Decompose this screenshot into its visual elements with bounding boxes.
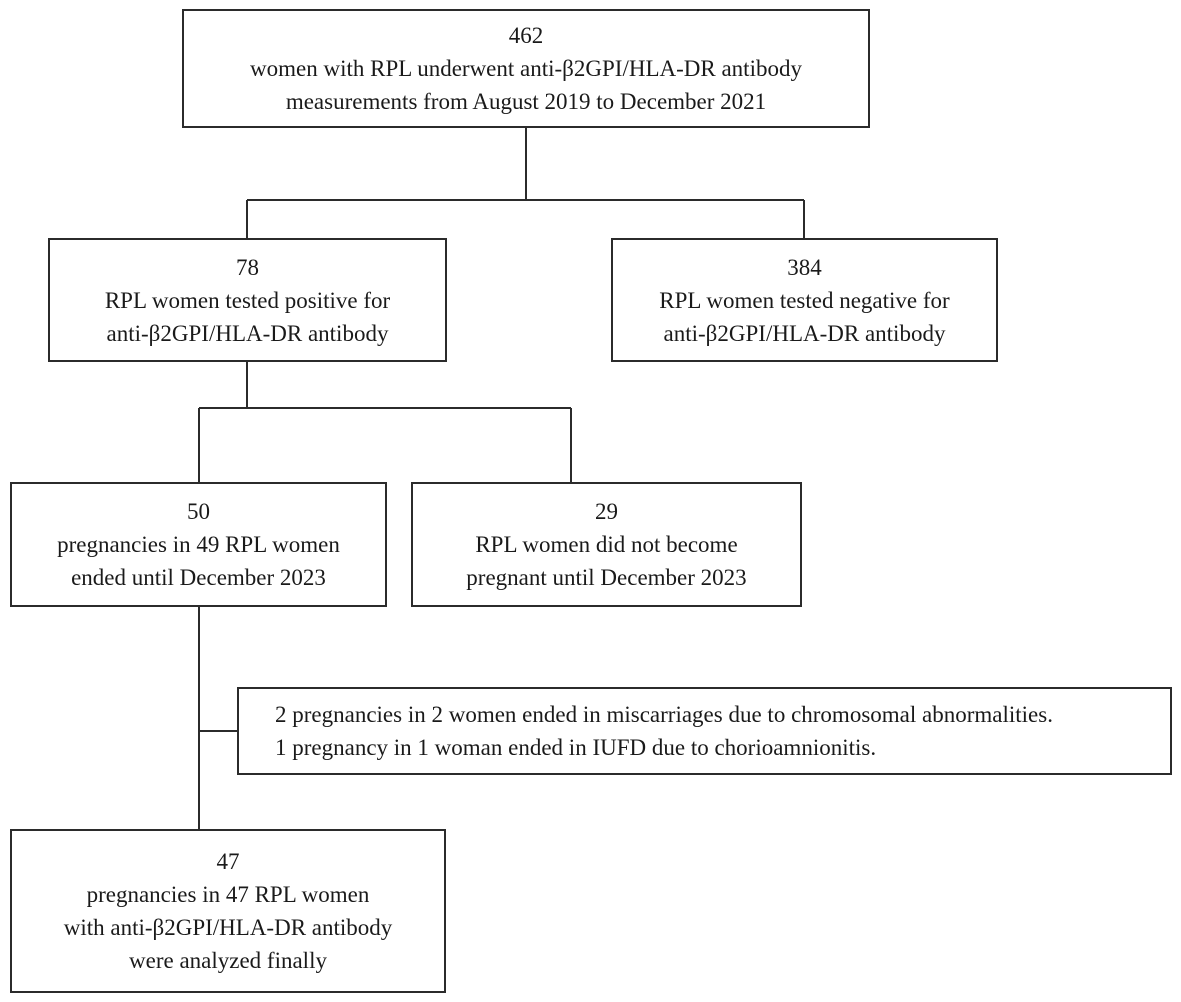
text-pregnancies-ended-line2: ended until December 2023 [71,565,326,590]
count-not-pregnant: 29 [595,499,618,524]
count-all-women: 462 [508,23,544,48]
count-tested-negative: 384 [787,254,822,280]
text-all-women-line1: women with RPL underwent anti-β2GPI/HLA-… [250,56,802,81]
count-analyzed: 47 [216,849,240,874]
box-all-women: 462 women with RPL underwent anti-β2GPI/… [182,9,870,128]
box-not-pregnant: 29 RPL women did not become pregnant unt… [411,482,802,607]
count-pregnancies-ended: 50 [187,499,210,524]
text-analyzed-line1: pregnancies in 47 RPL women [86,882,370,907]
text-tested-negative-line1: RPL women tested negative for [659,287,950,313]
count-tested-positive: 78 [236,254,259,280]
box-tested-negative: 384 RPL women tested negative for anti-β… [611,238,998,362]
text-tested-negative-line2: anti-β2GPI/HLA-DR antibody [663,320,946,346]
text-excluded-line2: 1 pregnancy in 1 woman ended in IUFD due… [275,735,877,760]
box-tested-positive: 78 RPL women tested positive for anti-β2… [48,238,447,362]
box-excluded-pregnancies: 2 pregnancies in 2 women ended in miscar… [237,687,1172,775]
box-pregnancies-ended: 50 pregnancies in 49 RPL women ended unt… [10,482,387,607]
box-analyzed-finally: 47 pregnancies in 47 RPL women with anti… [10,829,446,993]
text-tested-positive-line2: anti-β2GPI/HLA-DR antibody [106,320,389,346]
text-not-pregnant-line2: pregnant until December 2023 [466,565,747,590]
text-analyzed-line3: were analyzed finally [129,948,327,973]
text-excluded-line1: 2 pregnancies in 2 women ended in miscar… [275,702,1053,727]
text-pregnancies-ended-line1: pregnancies in 49 RPL women [57,532,340,557]
text-analyzed-line2: with anti-β2GPI/HLA-DR antibody [63,915,393,940]
text-tested-positive-line1: RPL women tested positive for [104,287,391,313]
text-all-women-line2: measurements from August 2019 to Decembe… [285,89,767,114]
text-not-pregnant-line1: RPL women did not become [475,532,738,557]
